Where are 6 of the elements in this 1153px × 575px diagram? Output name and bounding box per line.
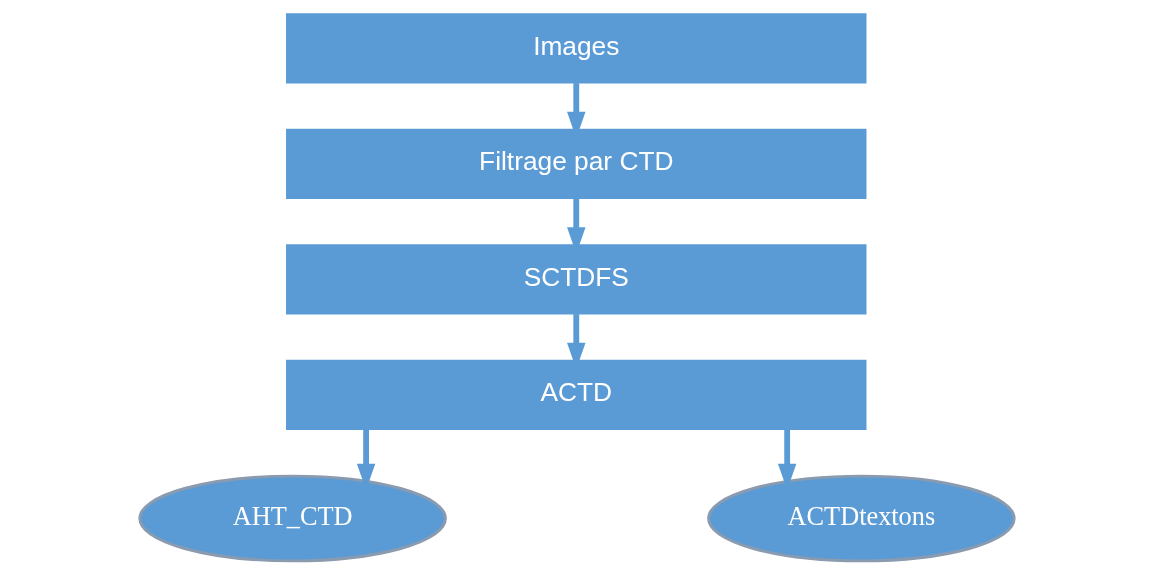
node-box: Images: [285, 13, 866, 84]
node-box: ACTD: [285, 359, 866, 431]
node-box: SCTDFS: [285, 244, 866, 315]
node-box: Filtrage par CTD: [285, 128, 866, 200]
node-ellipse: ACTDtextons: [706, 474, 1016, 563]
node-ellipse: AHT_CTD: [137, 474, 447, 563]
